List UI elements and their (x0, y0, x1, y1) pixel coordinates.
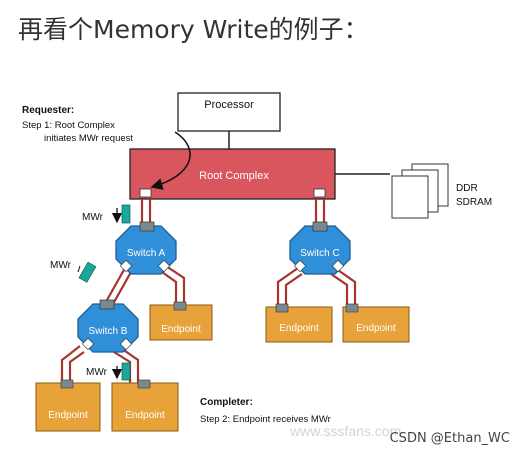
svg-text:Endpoint: Endpoint (48, 410, 88, 421)
ddr-sdram-stack: DDR SDRAM (391, 163, 492, 219)
mwr-packet-a-to-b: MWr (50, 260, 97, 283)
switch-c: Switch C (289, 221, 351, 275)
processor-box: Processor (177, 92, 281, 132)
requester-arrow (150, 131, 191, 190)
ddr-label: DDR (456, 183, 478, 194)
svg-text:MWr: MWr (50, 260, 72, 271)
root-port-right (313, 188, 326, 198)
svg-text:Endpoint: Endpoint (125, 410, 165, 421)
endpoint-switch-b-right: Endpoint (111, 379, 179, 432)
switch-a-label: Switch A (127, 248, 166, 259)
completer-title: Completer: (200, 397, 253, 408)
switch-c-label: Switch C (300, 248, 339, 259)
processor-label: Processor (204, 99, 254, 111)
mwr-packet-root-to-a: MWr (82, 204, 131, 224)
root-complex-label: Root Complex (199, 170, 269, 182)
switch-b-label: Switch B (89, 326, 128, 337)
csdn-watermark: CSDN @Ethan_WC (389, 431, 510, 446)
root-complex-box: Root Complex (129, 148, 336, 200)
endpoint-switch-c-right: Endpoint (342, 303, 410, 343)
requester-title: Requester: (22, 105, 74, 116)
endpoint-switch-b-left: Endpoint (35, 379, 101, 432)
completer-step: Step 2: Endpoint receives MWr (200, 414, 331, 425)
svg-text:Endpoint: Endpoint (279, 323, 319, 334)
url-watermark: www.sssfans.com (289, 423, 401, 439)
endpoint-switch-c-left: Endpoint (265, 303, 333, 343)
switch-b: Switch B (77, 299, 139, 353)
page-heading: 再看个Memory Write的例子： (18, 15, 369, 44)
switch-a: Switch A (115, 221, 177, 275)
endpoint-switch-a: Endpoint (149, 301, 213, 341)
mwr-packet-b-to-endpoint: MWr (86, 362, 131, 381)
root-port-left (139, 188, 152, 198)
svg-text:MWr: MWr (86, 367, 108, 378)
svg-text:MWr: MWr (82, 212, 104, 223)
requester-step-line2: initiates MWr request (44, 133, 133, 144)
svg-text:Endpoint: Endpoint (356, 323, 396, 334)
svg-text:Endpoint: Endpoint (161, 324, 201, 335)
requester-step: Step 1: Root Complex (22, 120, 115, 131)
sdram-label: SDRAM (456, 197, 492, 208)
